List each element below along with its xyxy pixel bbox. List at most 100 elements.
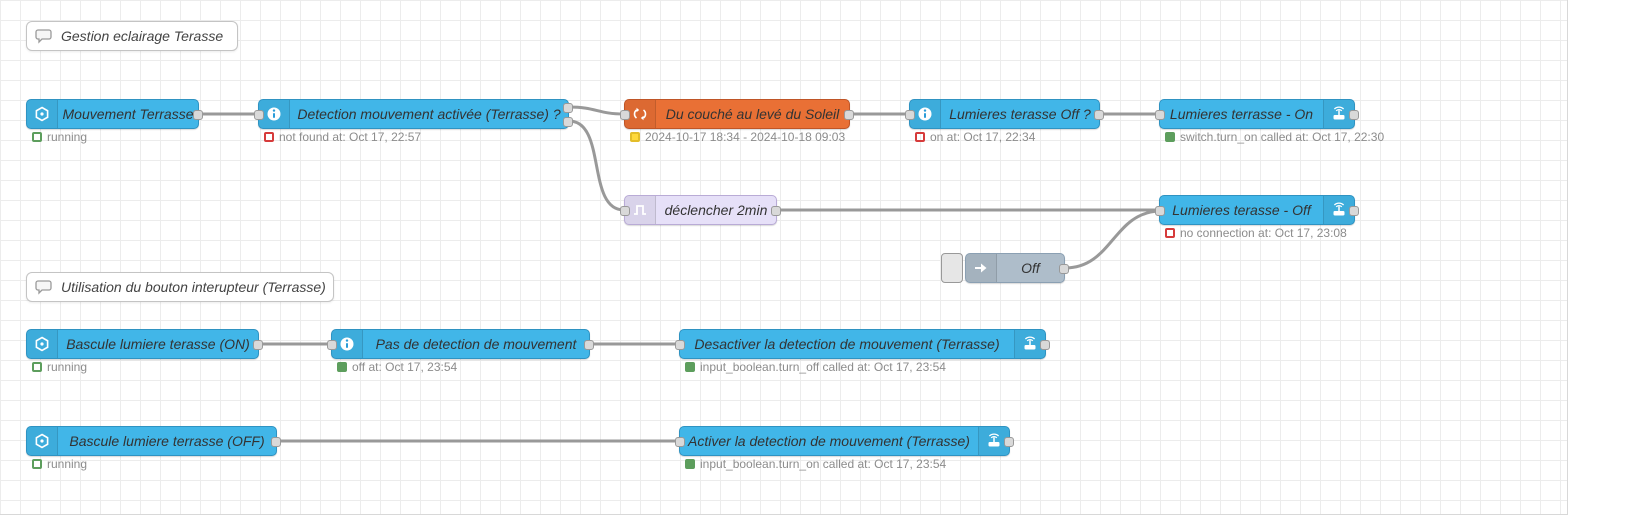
output-port[interactable] bbox=[1059, 264, 1069, 274]
home-assistant-icon bbox=[27, 330, 58, 358]
status-text: input_boolean.turn_on called at: Oct 17,… bbox=[700, 457, 947, 471]
status-shape-icon bbox=[264, 132, 274, 142]
status-shape-icon bbox=[685, 459, 695, 469]
info-icon bbox=[332, 330, 363, 358]
output-port[interactable] bbox=[1349, 110, 1359, 120]
node-label: Desactiver la detection de mouvement (Te… bbox=[694, 336, 1000, 352]
sun-schedule-icon bbox=[625, 100, 656, 128]
output-port-2[interactable] bbox=[563, 117, 573, 127]
output-port[interactable] bbox=[844, 110, 854, 120]
output-port-1[interactable] bbox=[563, 103, 573, 113]
status-text: 2024-10-17 18:34 - 2024-10-18 09:03 bbox=[645, 130, 846, 144]
node-detection-mouvement[interactable]: Detection mouvement activée (Terrasse) ? bbox=[254, 99, 573, 129]
wire[interactable] bbox=[1063, 209, 1161, 270]
output-port[interactable] bbox=[271, 437, 281, 447]
node-mouvement-terrasse[interactable]: Mouvement Terrasse bbox=[26, 99, 203, 129]
output-port[interactable] bbox=[1004, 437, 1014, 447]
wire[interactable] bbox=[567, 119, 626, 212]
node-du-couche-au-leve-du-soleil[interactable]: Du couché au levé du Soleil bbox=[620, 99, 854, 129]
node-bascule-lumiere-terasse-on[interactable]: Bascule lumiere terasse (ON) bbox=[26, 329, 263, 359]
node-label: Mouvement Terrasse bbox=[62, 106, 194, 122]
node-activer-detection[interactable]: Activer la detection de mouvement (Terra… bbox=[675, 426, 1014, 456]
comment-label: Gestion eclairage Terasse bbox=[61, 28, 224, 44]
node-label: Off bbox=[1021, 260, 1040, 276]
status-shape-icon bbox=[1165, 228, 1175, 238]
status-text: input_boolean.turn_off called at: Oct 17… bbox=[700, 360, 946, 374]
node-label: Bascule lumiere terrasse (OFF) bbox=[69, 433, 265, 449]
status-text: on at: Oct 17, 22:34 bbox=[930, 130, 1036, 144]
status-text: running bbox=[47, 457, 88, 471]
input-port[interactable] bbox=[620, 206, 630, 216]
node-label: Activer la detection de mouvement (Terra… bbox=[688, 433, 970, 449]
node-label: Detection mouvement activée (Terrasse) ? bbox=[297, 106, 561, 122]
node-label: Lumieres terasse - Off bbox=[1172, 202, 1311, 218]
node-pas-de-detection[interactable]: Pas de detection de mouvement bbox=[327, 329, 594, 359]
flow-canvas[interactable]: Gestion eclairage Terasse Mouvement Terr… bbox=[0, 0, 1568, 515]
call-service-icon bbox=[1014, 330, 1045, 358]
input-port[interactable] bbox=[675, 340, 685, 350]
node-declencher-2min[interactable]: déclencher 2min bbox=[620, 195, 781, 225]
input-port[interactable] bbox=[254, 110, 264, 120]
output-port[interactable] bbox=[1349, 206, 1359, 216]
node-status: 2024-10-17 18:34 - 2024-10-18 09:03 bbox=[630, 130, 845, 144]
node-desactiver-detection[interactable]: Desactiver la detection de mouvement (Te… bbox=[675, 329, 1050, 359]
input-port[interactable] bbox=[905, 110, 915, 120]
output-port[interactable] bbox=[193, 110, 203, 120]
input-port[interactable] bbox=[327, 340, 337, 350]
node-label: Pas de detection de mouvement bbox=[375, 336, 577, 352]
info-icon bbox=[910, 100, 941, 128]
node-label: déclencher 2min bbox=[664, 202, 768, 218]
output-port[interactable] bbox=[771, 206, 781, 216]
node-lumieres-terasse-off-question[interactable]: Lumieres terasse Off ? bbox=[905, 99, 1104, 129]
call-service-icon bbox=[1323, 100, 1354, 128]
trigger-icon bbox=[625, 196, 656, 224]
home-assistant-icon bbox=[27, 100, 58, 128]
node-lumieres-terasse-off[interactable]: Lumieres terasse - Off bbox=[1155, 195, 1359, 225]
output-port[interactable] bbox=[253, 340, 263, 350]
input-port[interactable] bbox=[675, 437, 685, 447]
status-shape-icon bbox=[915, 132, 925, 142]
status-shape-icon bbox=[32, 459, 42, 469]
node-label: Du couché au levé du Soleil bbox=[665, 106, 840, 122]
node-off-inject[interactable]: Off bbox=[941, 253, 1069, 283]
status-text: running bbox=[47, 360, 88, 374]
node-status: not found at: Oct 17, 22:57 bbox=[264, 130, 421, 144]
node-label: Lumieres terrasse - On bbox=[1169, 106, 1314, 122]
status-text: running bbox=[47, 130, 88, 144]
output-port[interactable] bbox=[584, 340, 594, 350]
status-text: no connection at: Oct 17, 23:08 bbox=[1180, 226, 1347, 240]
node-label: Lumieres terasse Off ? bbox=[949, 106, 1091, 122]
wire[interactable] bbox=[567, 105, 626, 116]
status-text: not found at: Oct 17, 22:57 bbox=[279, 130, 422, 144]
node-status: switch.turn_on called at: Oct 17, 22:30 bbox=[1165, 130, 1384, 144]
status-shape-icon bbox=[32, 132, 42, 142]
comment-node-gestion-eclairage[interactable]: Gestion eclairage Terasse bbox=[26, 21, 238, 51]
comment-icon bbox=[35, 279, 53, 295]
status-shape-icon bbox=[685, 362, 695, 372]
input-port[interactable] bbox=[1155, 110, 1165, 120]
info-icon bbox=[259, 100, 290, 128]
node-status: running bbox=[32, 130, 87, 144]
output-port[interactable] bbox=[1094, 110, 1104, 120]
node-status: input_boolean.turn_off called at: Oct 17… bbox=[685, 360, 946, 374]
node-status: no connection at: Oct 17, 23:08 bbox=[1165, 226, 1347, 240]
node-status: running bbox=[32, 457, 87, 471]
home-assistant-icon bbox=[27, 427, 58, 455]
node-status: on at: Oct 17, 22:34 bbox=[915, 130, 1035, 144]
status-shape-icon bbox=[32, 362, 42, 372]
input-port[interactable] bbox=[620, 110, 630, 120]
node-lumieres-terrasse-on[interactable]: Lumieres terrasse - On bbox=[1155, 99, 1359, 129]
node-bascule-lumiere-terrasse-off[interactable]: Bascule lumiere terrasse (OFF) bbox=[26, 426, 281, 456]
comment-node-utilisation-bouton[interactable]: Utilisation du bouton interupteur (Terra… bbox=[26, 272, 334, 302]
inject-button[interactable] bbox=[941, 253, 963, 283]
comment-label: Utilisation du bouton interupteur (Terra… bbox=[61, 279, 326, 295]
status-shape-icon bbox=[630, 132, 640, 142]
status-text: switch.turn_on called at: Oct 17, 22:30 bbox=[1180, 130, 1385, 144]
input-port[interactable] bbox=[1155, 206, 1165, 216]
status-shape-icon bbox=[337, 362, 347, 372]
inject-arrow-icon bbox=[966, 254, 997, 282]
output-port[interactable] bbox=[1040, 340, 1050, 350]
status-text: off at: Oct 17, 23:54 bbox=[352, 360, 458, 374]
call-service-icon bbox=[1323, 196, 1354, 224]
